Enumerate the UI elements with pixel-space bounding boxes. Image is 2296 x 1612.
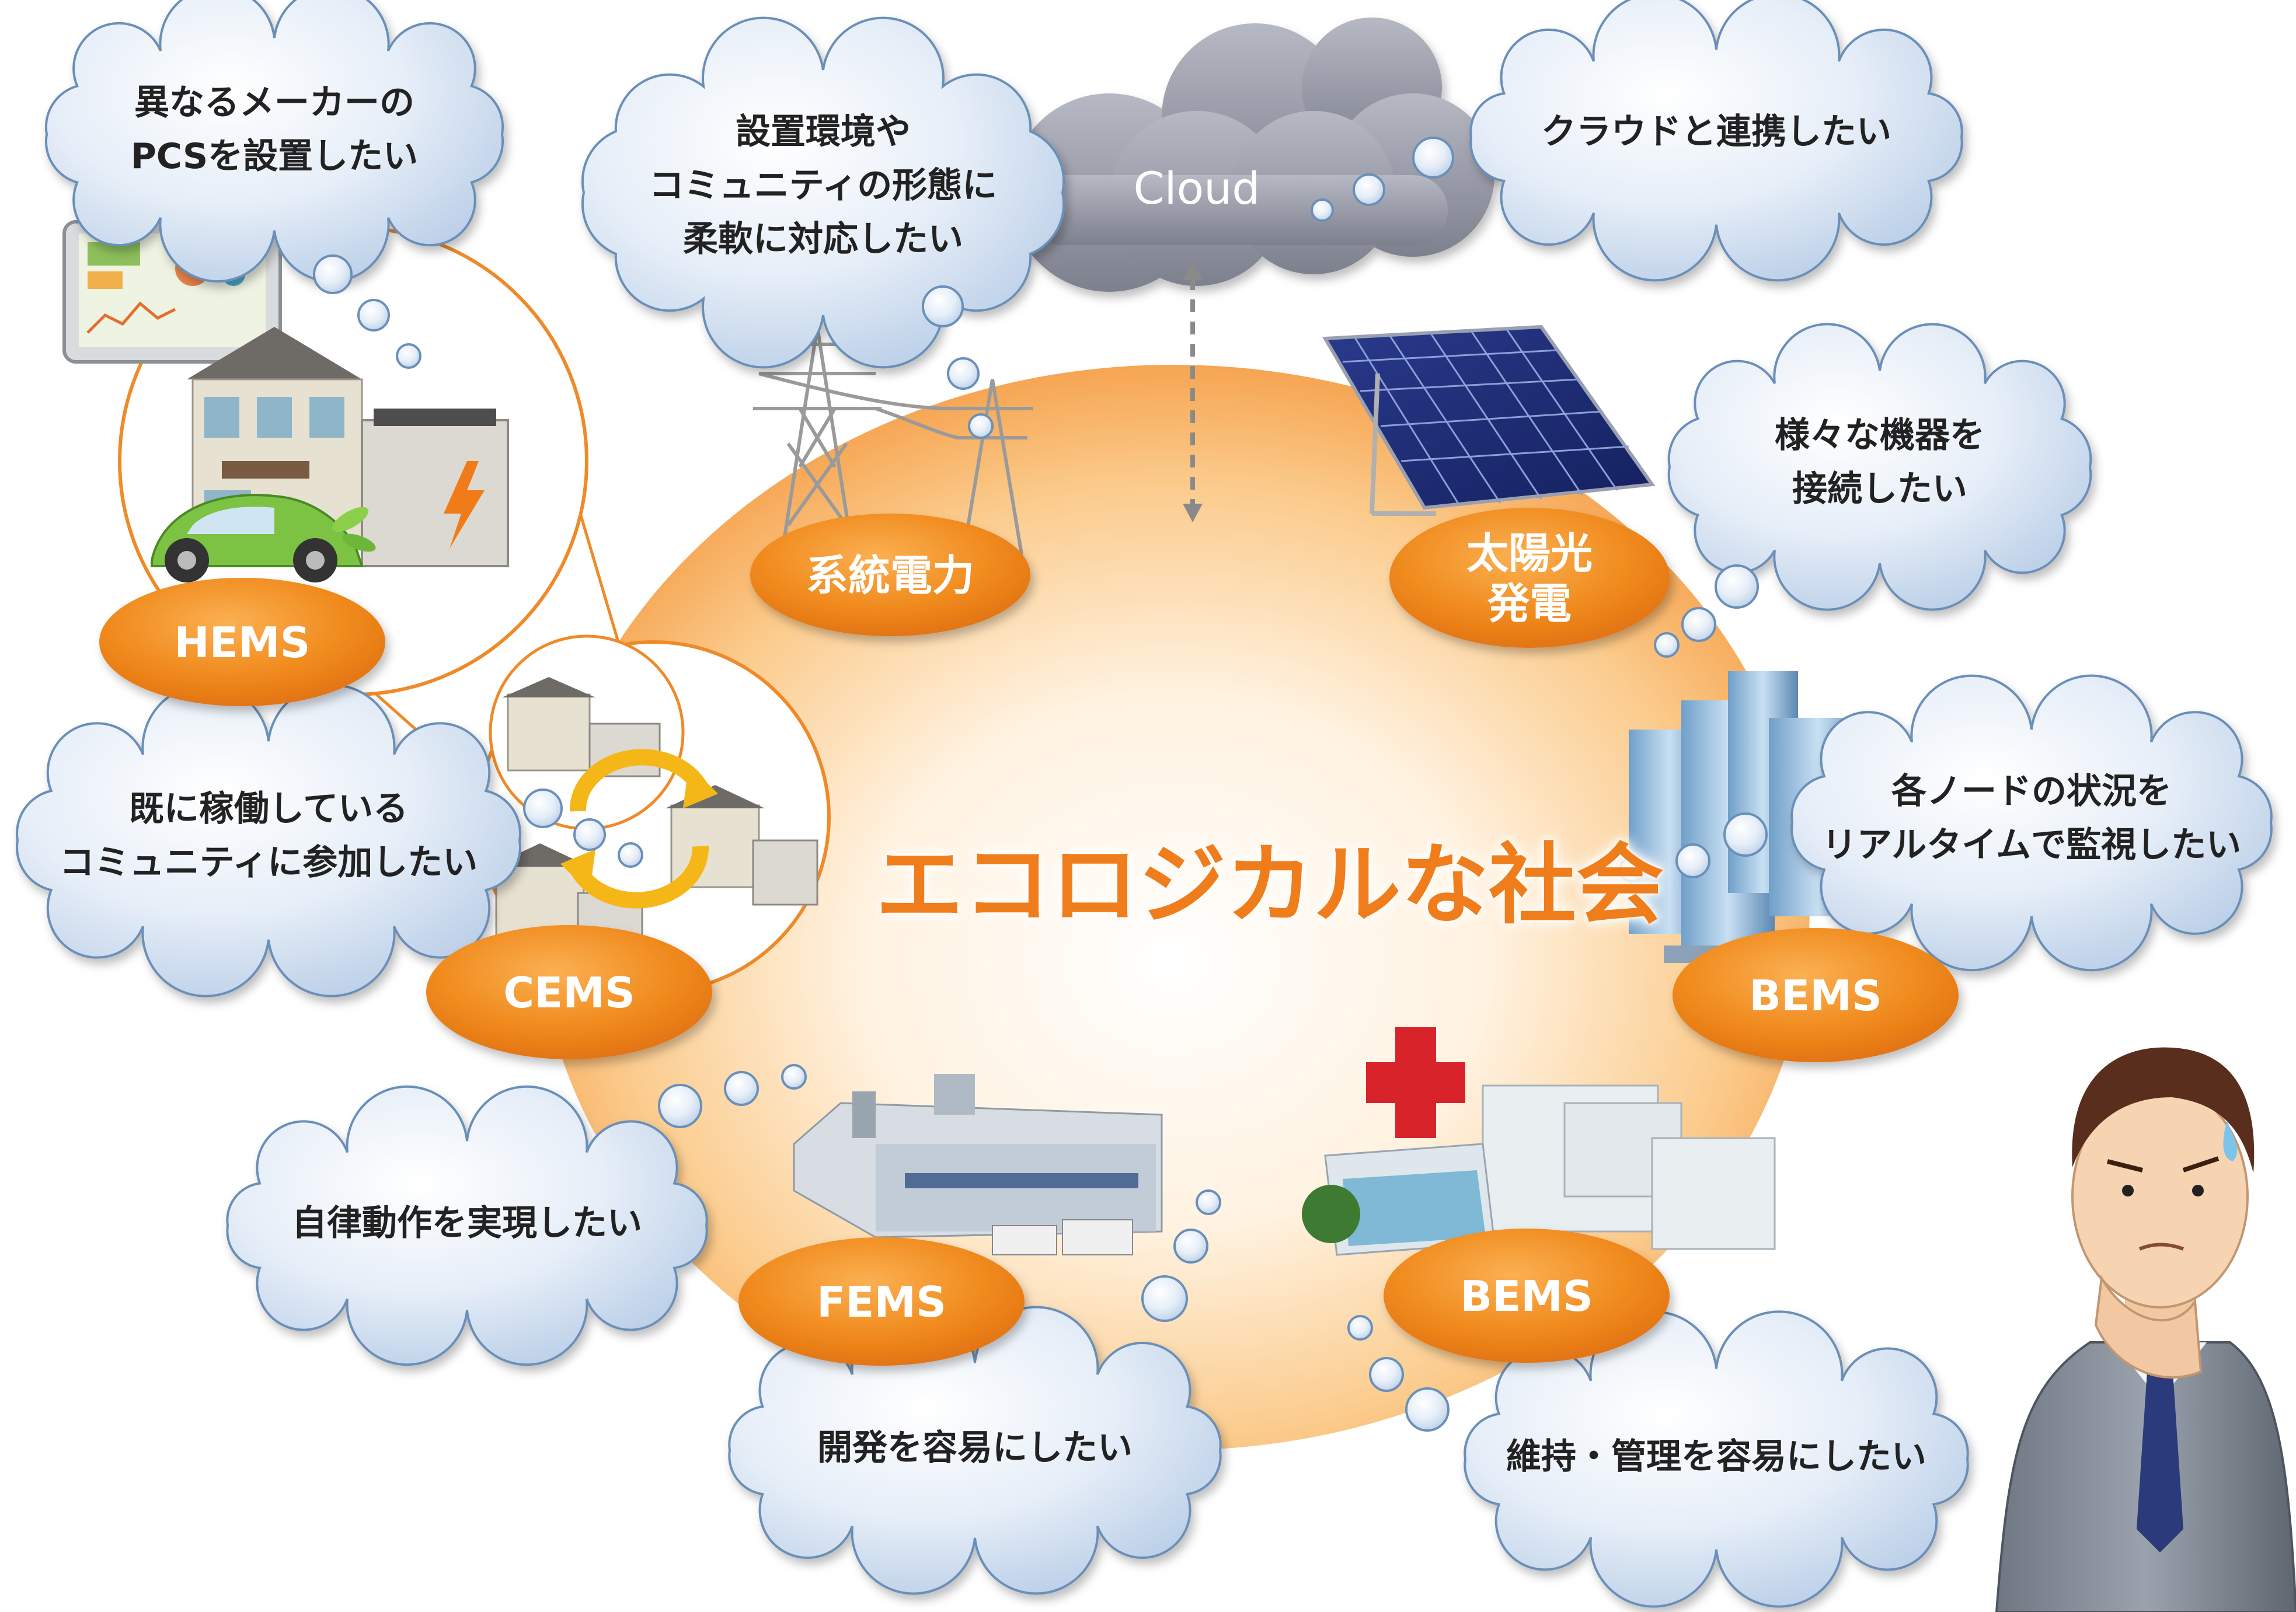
badge-hems [99,578,385,706]
thought-flexible: 設置環境や コミュニティの形態に 柔軟に対応したい [619,105,1027,266]
thought-trail-dot [1675,843,1710,878]
thought-trail-dot [1723,812,1768,857]
thought-trail-dot [396,343,421,369]
grid-label: 系統電力 [806,551,974,600]
thought-trail-dot [523,788,563,828]
thought-line: コミュニティに参加したい [59,842,478,883]
thought-line: 開発を容易にしたい [817,1428,1133,1468]
thought-autonomous: 自律動作を実現したい [245,1196,689,1250]
bems-hospital-label: BEMS [1460,1272,1593,1321]
bems-building-label: BEMS [1749,971,1882,1020]
thought-line: 柔軟に対応したい [683,219,963,260]
thought-trail-dot [357,299,390,332]
thought-cloud-link: クラウドと連携したい [1494,105,1938,159]
badge-cems [426,925,712,1059]
thought-cloud-join-community [16,683,521,997]
thought-line: PCSを設置したい [130,136,419,177]
factory-illustration [793,1074,1163,1255]
solar-label-line1: 太陽光 [1466,529,1593,578]
thought-line: 接続したい [1792,469,1967,510]
thought-trail-dots [313,137,1768,1432]
cloud-label: Cloud [1133,162,1260,214]
power-tower-illustration [753,326,1033,590]
thought-trail-dot [1311,198,1334,222]
thought-line: 維持・管理を容易にしたい [1506,1436,1926,1477]
badge-fems [738,1237,1025,1366]
thought-join-community: 既に稼働している コミュニティに参加したい [47,782,490,889]
thought-cloud-maker-pcs [44,0,504,283]
thought-line: 様々な機器を [1775,415,1985,456]
thought-cloud-autonomous [226,1085,708,1366]
thought-trail-dot [922,285,964,327]
badge-solar [1389,508,1670,648]
thought-line: 異なるメーカーの [134,82,414,123]
cems-illustration [490,677,818,952]
thought-trail-dot [1405,1387,1450,1432]
thought-cloud-flexible [581,16,1065,369]
cems-label: CEMS [503,968,635,1017]
badge-bems-building [1673,928,1959,1062]
thought-trail-dot [1347,1315,1373,1341]
thought-line: コミュニティの形態に [649,165,998,206]
thought-line: 自律動作を実現したい [292,1203,642,1244]
thought-trail-dot [1681,607,1716,642]
worried-man-illustration [1995,1047,2296,1612]
thought-trail-dot [968,413,994,439]
thought-cloud-cloud-link [1469,0,1963,282]
thought-devices: 様々な機器を 接続したい [1705,409,2055,516]
fems-label: FEMS [817,1278,946,1327]
thought-maker-pcs: 異なるメーカーの PCSを設置したい [70,76,479,183]
thought-trail-dot [1715,564,1759,609]
cloud-shape [1010,18,1494,292]
thought-cloud-maintain-easy [1464,1310,1969,1608]
thought-trail-dot [947,357,980,390]
hospital-illustration [1302,1027,1776,1256]
thought-line: 設置環境や [736,111,911,152]
thought-trail-dot [1353,173,1385,206]
thought-trail-dot [1654,632,1680,658]
thought-cloud-monitoring [1790,674,2273,972]
thought-trail-dot [618,842,643,868]
thought-trail-dot [1173,1229,1208,1264]
thought-monitoring: 各ノードの状況を リアルタイムで監視したい [1810,765,2253,872]
thought-trail-dot [573,818,606,851]
thought-line: 既に稼働している [128,788,409,829]
thought-trail-dot [724,1071,759,1106]
node-badges [99,508,1959,1366]
thought-trail-dot [658,1084,702,1128]
thought-trail-dot [1619,857,1645,882]
thought-trail-dot [1369,1357,1404,1392]
center-title: エコロジカルな社会 [876,835,1664,936]
thought-maintain-easy: 維持・管理を容易にしたい [1494,1430,1938,1484]
solar-panel-illustration [1322,325,1656,516]
thought-cloud-devices [1667,323,2092,611]
thought-clouds [16,0,2273,1608]
thought-trail-dot [1196,1189,1221,1215]
thought-dev-easy: 開発を容易にしたい [776,1421,1173,1475]
badge-bems-hospital [1384,1229,1670,1363]
hems-label: HEMS [174,618,311,667]
thought-trail-dot [1141,1275,1188,1322]
thought-trail-dot [313,254,353,294]
thought-line: クラウドと連携したい [1541,111,1891,152]
solar-label: 太陽光 発電 [1413,528,1646,629]
solar-label-line2: 発電 [1487,579,1572,628]
thought-trail-dot [1412,137,1454,179]
thought-line: リアルタイムで監視したい [1821,825,2242,866]
thought-cloud-dev-easy [728,1306,1222,1595]
cloud-connector-arrow [1183,261,1203,522]
badge-grid [750,514,1030,636]
thought-line: 各ノードの状況を [1891,771,2172,812]
thought-trail-dot [781,1064,807,1090]
